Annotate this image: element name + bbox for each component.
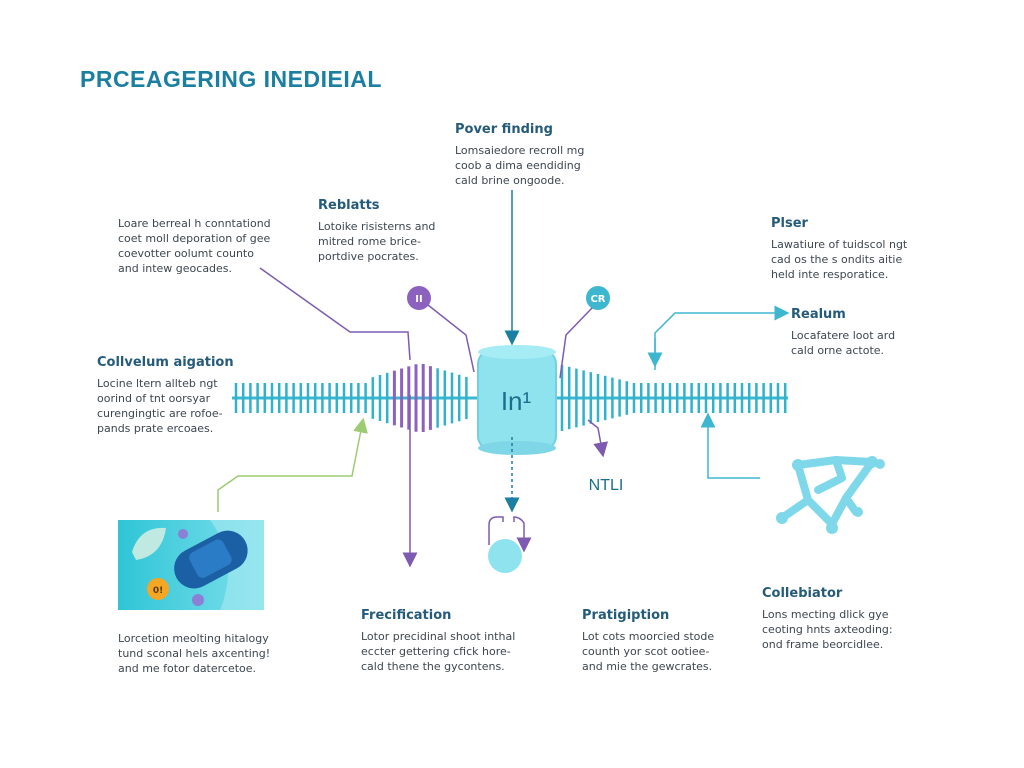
label-collvelum-line: Locine ltern allteb ngt [97, 377, 218, 390]
label-collvelum-line: pands prate ercoaes. [97, 422, 214, 435]
label-collebiator-line: ond frame beorcidlee. [762, 638, 884, 651]
label-collebiator-line: Lons mecting dlick gye [762, 608, 889, 621]
label-bottom-left-line: Lorcetion meolting hitalogy [118, 632, 269, 645]
label-reblatts-line: Lotoike risisterns and [318, 220, 436, 233]
badge-ii-text: II [415, 294, 422, 305]
arrow-collebiator [700, 412, 760, 479]
leaf-icon [132, 527, 166, 560]
label-collvelum-line: curengingtic are rofoe- [97, 407, 223, 420]
label-frecification-line: eccter gettering cfick hore- [361, 645, 511, 658]
label-realum-line: Locafatere loot ard [791, 329, 896, 342]
label-pratigiption-line: counth yor scot ootiee- [582, 645, 710, 658]
ntli-label: NTLI [589, 477, 624, 494]
label-collvelum-heading: Collvelum aigation [97, 355, 234, 370]
label-bottom-left: Lorcetion meolting hitalogy tund sconal … [118, 631, 308, 676]
arrow-ntli [587, 419, 609, 458]
label-plser: Plser Lawatiure of tuidscol ngt cad os t… [771, 216, 931, 282]
label-bottom-left-line: tund sconal hels axcenting! [118, 647, 271, 660]
label-plser-line: Lawatiure of tuidscol ngt [771, 238, 908, 251]
central-channel [477, 345, 557, 455]
badge-ii [407, 286, 431, 310]
label-power-line: coob a dima eendiding [455, 159, 581, 172]
label-collebiator-line: ceoting hnts axteoding: [762, 623, 893, 636]
label-pratigiption: Pratigiption Lot cots moorcied stode cou… [582, 608, 752, 674]
channel-label: In¹ [501, 386, 532, 416]
label-frecification-line: cald thene the gycontens. [361, 660, 505, 673]
arrow-realum [654, 305, 790, 370]
label-realum-line: cald orne actote. [791, 344, 885, 357]
label-reblatts: Reblatts Lotoike risisterns and mitred r… [318, 198, 458, 264]
label-power-line: Lomsaiedore recroll mg [455, 144, 585, 157]
label-bottom-left-line: and me fotor datercetoe. [118, 662, 257, 675]
label-power: Pover finding Lomsaiedore recroll mg coo… [455, 122, 615, 188]
label-power-heading: Pover finding [455, 122, 553, 137]
label-frecification: Frecification Lotor precidinal shoot int… [361, 608, 551, 674]
capsule-icon [174, 530, 248, 589]
page-title: PRCEAGERING INEDIEIAL [80, 66, 382, 92]
label-reblatts-line: portdive pocrates. [318, 250, 419, 263]
label-reblatts-heading: Reblatts [318, 198, 380, 213]
small-cell [488, 539, 522, 573]
bottom-left-panel [118, 520, 264, 610]
label-power-line: cald brine ongoode. [455, 174, 565, 187]
label-collebiator: Collebiator Lons mecting dlick gye ceoti… [762, 586, 932, 652]
label-collvelum: Collvelum aigation Locine ltern allteb n… [97, 355, 257, 436]
label-plser-heading: Plser [771, 216, 808, 231]
label-pratigiption-line: and mie the gewcrates. [582, 660, 713, 673]
label-left-top-line: coet moll deporation of gee [118, 232, 271, 245]
label-left-top-line: coevotter oolumt counto [118, 247, 254, 260]
line-badge-ii [427, 304, 475, 373]
badge-cr-text: CR [590, 294, 605, 305]
label-pratigiption-line: Lot cots moorcied stode [582, 630, 715, 643]
label-frecification-heading: Frecification [361, 608, 452, 623]
line-left-top [259, 267, 411, 361]
label-left-top-line: and intew geocades. [118, 262, 233, 275]
label-frecification-line: Lotor precidinal shoot inthal [361, 630, 516, 643]
arrow-green-up [217, 417, 368, 512]
circle-badge-text: 0! [153, 586, 163, 596]
circle-badge-icon [147, 578, 169, 600]
line-badge-cr [559, 307, 593, 379]
label-pratigiption-heading: Pratigiption [582, 608, 670, 623]
label-left-top: Loare berreal h conntationd coet moll de… [118, 216, 288, 276]
label-realum-heading: Realum [791, 307, 846, 322]
label-plser-line: held inte resporatice. [771, 268, 889, 281]
badge-cr [586, 286, 610, 310]
label-collebiator-heading: Collebiator [762, 586, 843, 601]
label-plser-line: cad os the s ondits aitie [771, 253, 903, 266]
label-left-top-line: Loare berreal h conntationd [118, 217, 271, 230]
label-realum: Realum Locafatere loot ard cald orne act… [791, 307, 931, 358]
membrane-ticks [234, 363, 787, 433]
label-collvelum-line: oorind of tnt oorsyar [97, 392, 211, 405]
label-reblatts-line: mitred rome brice- [318, 235, 421, 248]
